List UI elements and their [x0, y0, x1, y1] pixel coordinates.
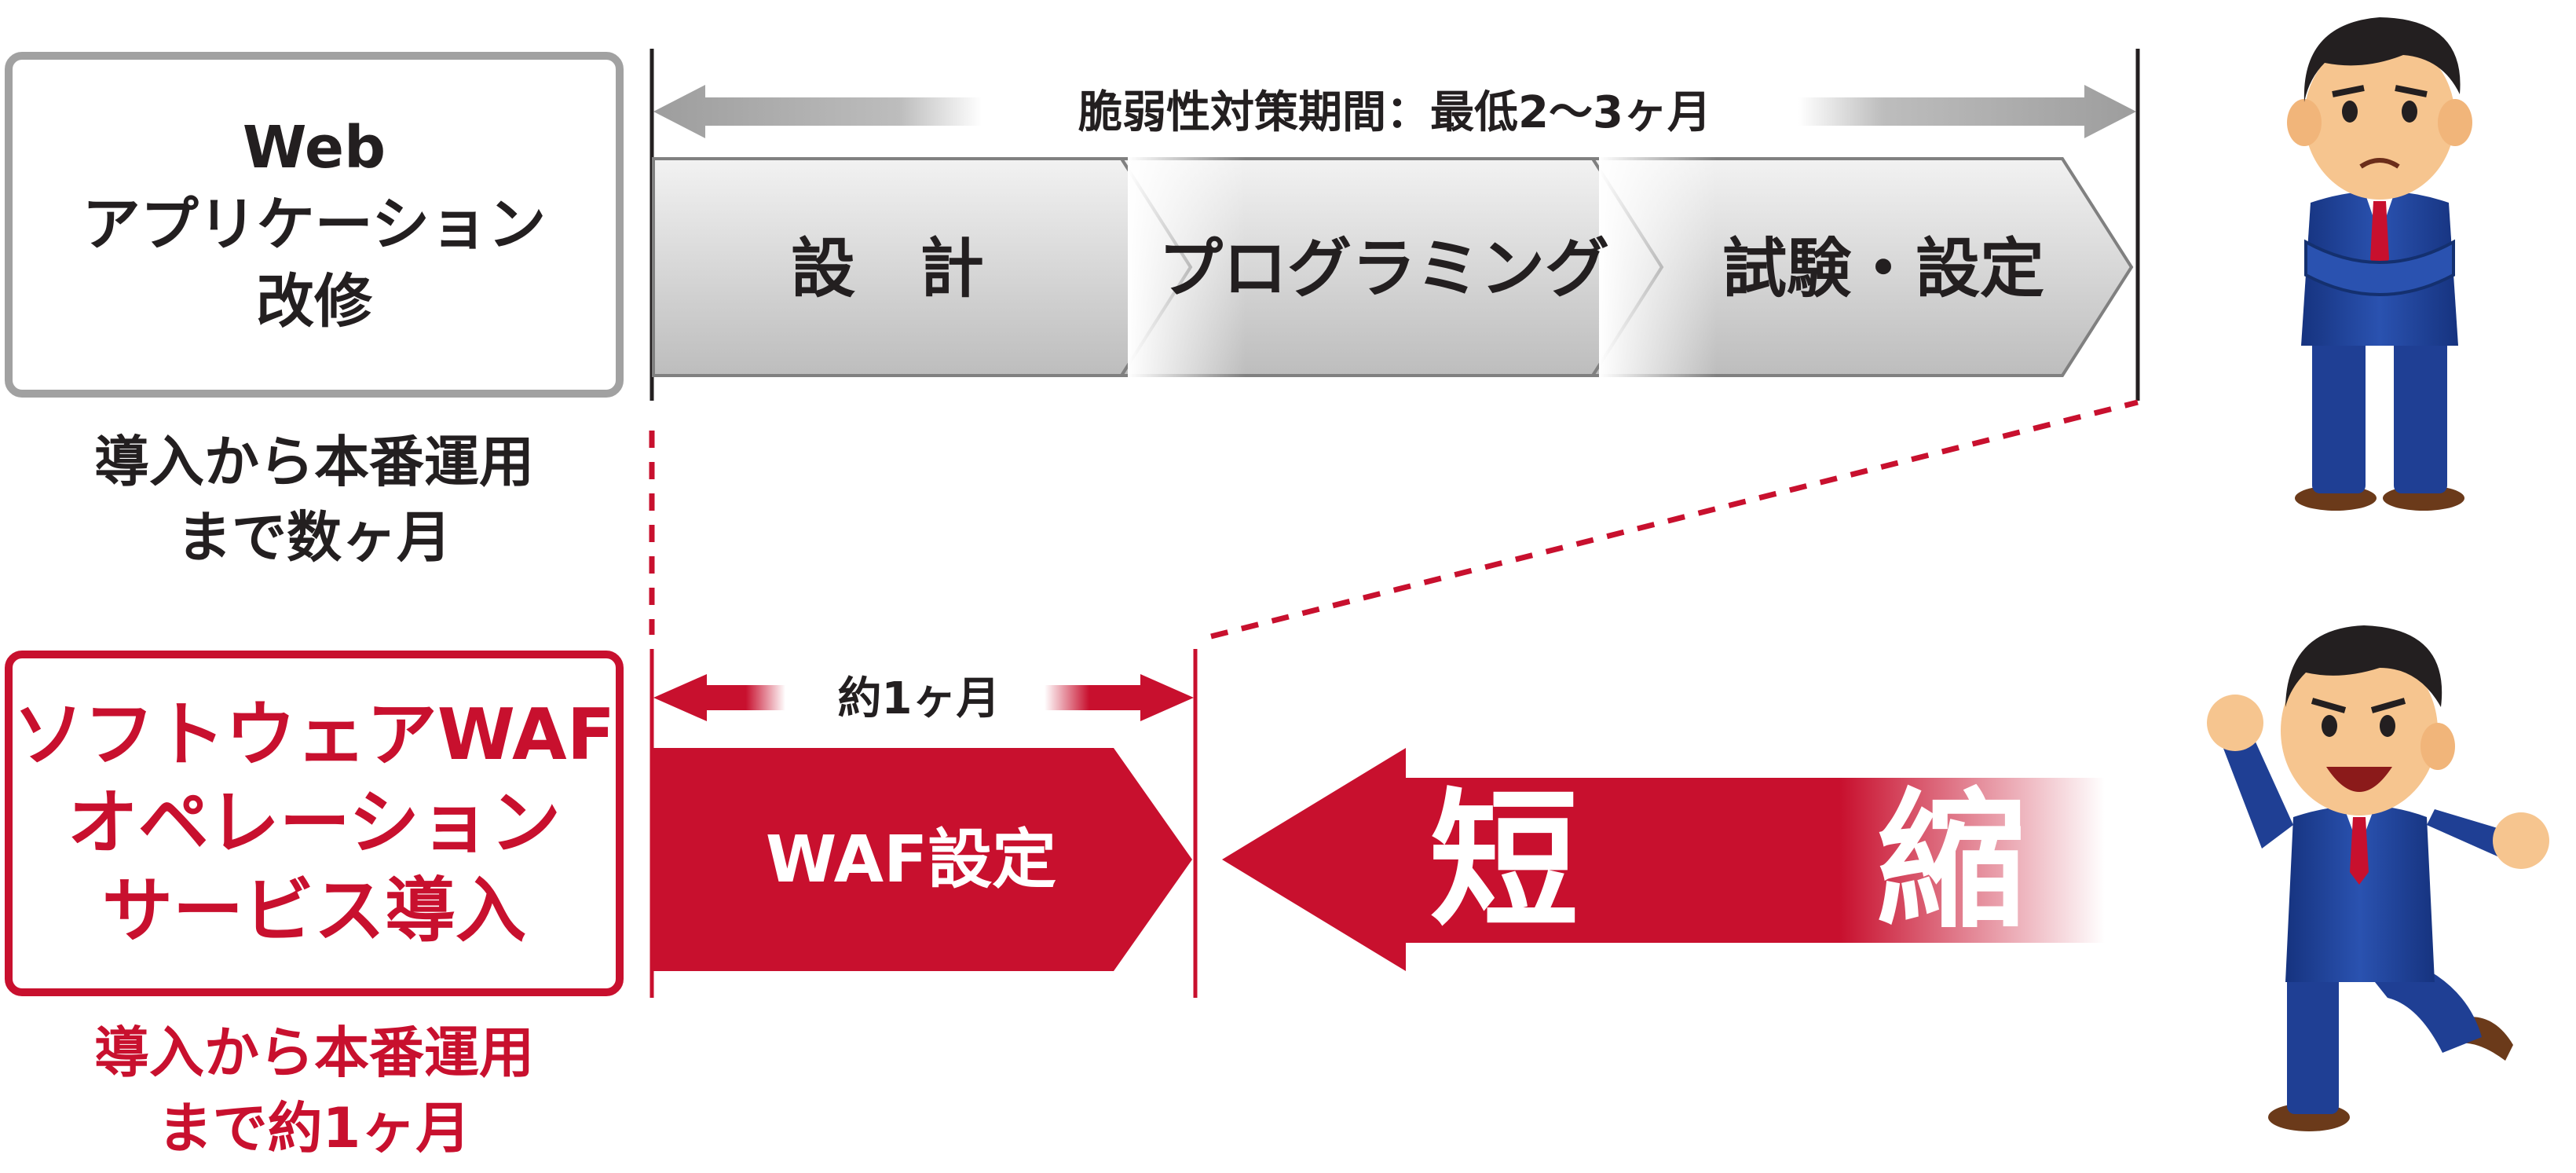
red-arrow-left — [653, 674, 785, 721]
gray-arrow-left — [653, 85, 982, 138]
shorten-label: 短 縮 — [1429, 775, 2026, 948]
waf-step-label: WAF設定 — [766, 823, 1056, 897]
waf-step-chevron — [653, 748, 1192, 971]
waf-box-line-2: オペレーション — [67, 782, 562, 864]
web-app-box-line-1: Web — [242, 114, 386, 181]
happy-businessman-icon — [2207, 625, 2549, 1131]
step-label-design: 設 計 — [791, 232, 984, 306]
web-app-modification-box: Web アプリケーション 改修 — [5, 52, 624, 398]
gray-arrow-right — [1798, 85, 2136, 138]
red-arrow-right — [1045, 674, 1194, 721]
waf-caption-line-1: 導入から本番運用 — [94, 1021, 534, 1085]
dashed-connector-diagonal — [1210, 399, 2139, 640]
waf-box-line-1: ソフトウェアWAF — [13, 694, 616, 776]
waf-service-box: ソフトウェアWAF オペレーション サービス導入 — [5, 651, 624, 996]
waf-caption-line-2: まで約1ヶ月 — [157, 1096, 471, 1160]
step-label-testing: 試験・設定 — [1722, 232, 2044, 306]
step-chevrons: 設 計 プログラミング 試験・設定 — [652, 157, 2134, 379]
web-app-caption: 導入から本番運用 まで数ヶ月 — [0, 424, 628, 575]
worried-businessman-icon — [2287, 17, 2472, 511]
waf-caption: 導入から本番運用 まで約1ヶ月 — [0, 1015, 628, 1166]
step-fade-2 — [1128, 157, 1246, 379]
step-label-programming: プログラミング — [1158, 232, 1609, 306]
web-app-box-line-3: 改修 — [256, 268, 372, 335]
web-app-box-line-2: アプリケーション — [82, 191, 547, 258]
web-app-caption-line-2: まで数ヶ月 — [177, 505, 452, 570]
waf-box-line-3: サービス導入 — [102, 870, 526, 952]
period-label-waf: 約1ヶ月 — [838, 673, 1001, 724]
web-app-caption-line-1: 導入から本番運用 — [94, 430, 534, 494]
period-label-current: 脆弱性対策期間：最低2～3ヶ月 — [1078, 87, 1711, 138]
shorten-arrow — [1222, 748, 2105, 971]
step-fade-3 — [1599, 157, 1717, 379]
